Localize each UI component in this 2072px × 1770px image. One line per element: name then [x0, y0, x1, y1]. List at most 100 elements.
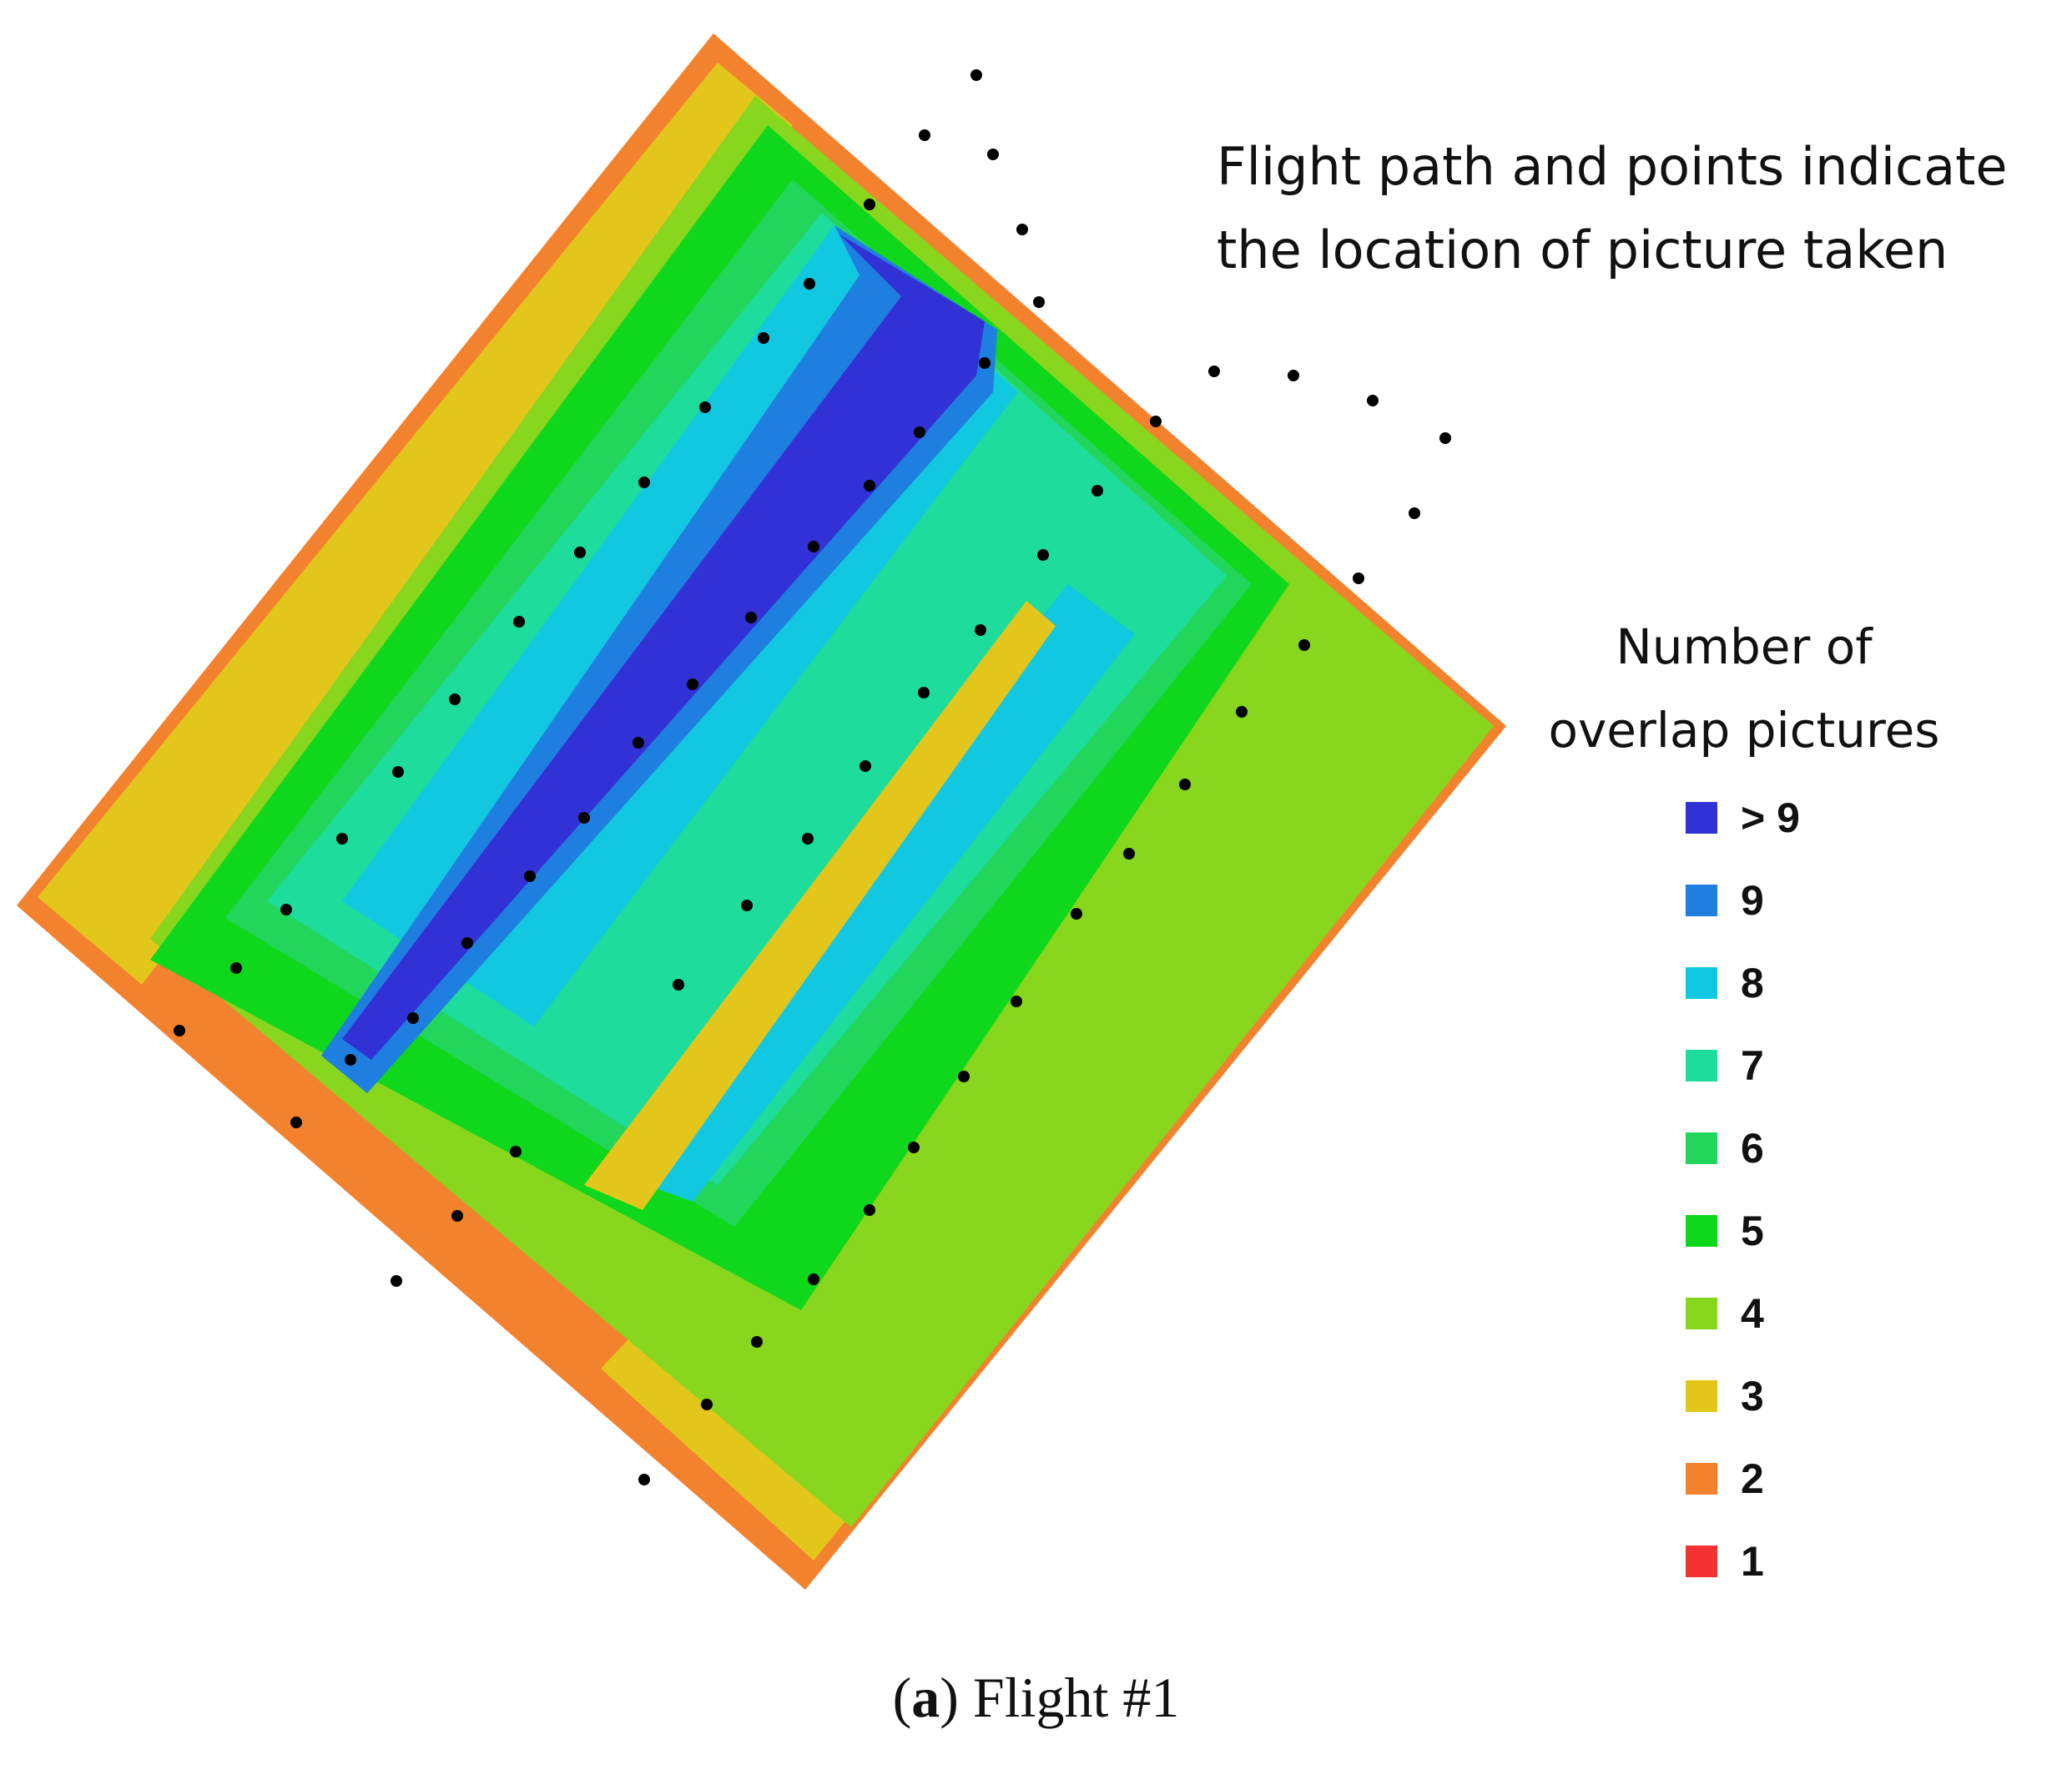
photo-point: [574, 547, 586, 558]
overlap-region-above9: [342, 234, 985, 1060]
legend-swatch: [1686, 1298, 1717, 1329]
photo-point: [449, 693, 461, 705]
legend-item: 4: [1686, 1288, 1764, 1339]
photo-point: [1123, 848, 1135, 860]
photo-point: [638, 1474, 650, 1485]
legend-swatch: [1686, 1380, 1717, 1412]
legend-label: > 9: [1741, 794, 1800, 841]
photo-point: [510, 1146, 522, 1157]
legend-item: 5: [1686, 1206, 1764, 1256]
photo-point: [864, 480, 875, 492]
caption-text: Flight #1: [972, 1666, 1180, 1729]
photo-point: [290, 1117, 302, 1128]
photo-point: [918, 687, 930, 698]
legend-swatch: [1686, 1215, 1717, 1247]
legend-title-line-2: overlap pictures: [1548, 702, 1940, 759]
legend-item: 3: [1686, 1371, 1764, 1421]
photo-point: [461, 937, 473, 949]
legend-item: 2: [1686, 1454, 1764, 1504]
photo-point: [1150, 416, 1162, 427]
photo-point: [864, 1204, 875, 1216]
legend-item: 8: [1686, 958, 1764, 1008]
photo-point: [919, 129, 930, 141]
annotation-line-1: Flight path and points indicate: [1217, 136, 2008, 197]
photo-point: [673, 979, 684, 991]
legend-title: Number of overlap pictures: [1510, 605, 1978, 772]
photo-point: [1367, 395, 1379, 406]
photo-point: [1236, 706, 1248, 718]
photo-point: [1298, 639, 1310, 651]
photo-point: [741, 900, 753, 911]
photo-point: [1179, 779, 1191, 790]
caption-label: a: [911, 1666, 940, 1729]
legend-label: 6: [1741, 1125, 1764, 1172]
overlap-region-3-center: [584, 601, 1056, 1210]
photo-point: [407, 1012, 419, 1024]
legend-label: 3: [1741, 1373, 1764, 1420]
photo-point: [864, 199, 875, 210]
photo-point: [1033, 296, 1045, 308]
legend-item: 9: [1686, 875, 1764, 925]
photo-point: [336, 833, 348, 845]
photo-point: [979, 357, 991, 369]
legend-label: 5: [1741, 1208, 1764, 1254]
photo-point: [745, 612, 757, 623]
photo-point: [1439, 432, 1451, 444]
photo-point: [578, 812, 590, 824]
flight-path-annotation: Flight path and points indicate the loca…: [1217, 125, 2059, 292]
photo-point: [1288, 370, 1299, 381]
photo-point: [1409, 507, 1420, 519]
legend-title-line-1: Number of: [1616, 618, 1873, 675]
legend-swatch: [1686, 802, 1717, 834]
photo-point: [860, 760, 871, 772]
photo-point: [758, 332, 769, 344]
photo-point: [975, 624, 986, 636]
photo-point: [1037, 549, 1049, 561]
photo-point: [1011, 996, 1022, 1007]
photo-point: [174, 1025, 185, 1036]
legend-label: 1: [1741, 1538, 1764, 1585]
legend-item: 1: [1686, 1536, 1764, 1586]
photo-point: [958, 1071, 970, 1082]
photo-point: [391, 1275, 402, 1287]
legend-swatch: [1686, 885, 1717, 916]
photo-point: [1353, 572, 1364, 584]
photo-point: [230, 962, 242, 974]
legend-label: 2: [1741, 1455, 1764, 1502]
photo-points: [174, 69, 1451, 1485]
figure-caption: (a) Flight #1: [892, 1666, 1180, 1729]
photo-point: [280, 904, 292, 915]
annotation-line-2: the location of picture taken: [1217, 219, 1948, 280]
photo-point: [392, 766, 404, 778]
legend-item: 7: [1686, 1041, 1764, 1091]
photo-point: [633, 737, 644, 749]
photo-point: [451, 1210, 463, 1222]
legend-swatch: [1686, 1463, 1717, 1495]
photo-point: [808, 1273, 819, 1285]
legend-item: 6: [1686, 1123, 1764, 1173]
photo-point: [914, 426, 925, 438]
photo-point: [1016, 224, 1028, 235]
photo-point: [970, 69, 982, 81]
photo-point: [687, 678, 698, 690]
legend-swatch: [1686, 967, 1717, 999]
legend-swatch: [1686, 1050, 1717, 1082]
legend-label: 8: [1741, 960, 1764, 1006]
legend-label: 7: [1741, 1042, 1764, 1089]
legend-swatch: [1686, 1132, 1717, 1164]
photo-point: [1071, 908, 1082, 920]
photo-point: [345, 1054, 356, 1066]
photo-point: [1091, 485, 1103, 497]
photo-point: [524, 870, 536, 882]
photo-point: [751, 1336, 763, 1348]
photo-point: [908, 1142, 920, 1153]
photo-point: [808, 541, 819, 552]
legend-label: 4: [1741, 1290, 1764, 1337]
legend-item: > 9: [1686, 793, 1800, 843]
overlap-region-3-west: [38, 63, 793, 985]
legend-label: 9: [1741, 877, 1764, 924]
legend-swatch: [1686, 1546, 1717, 1577]
photo-point: [701, 1399, 713, 1410]
photo-point: [804, 278, 815, 290]
